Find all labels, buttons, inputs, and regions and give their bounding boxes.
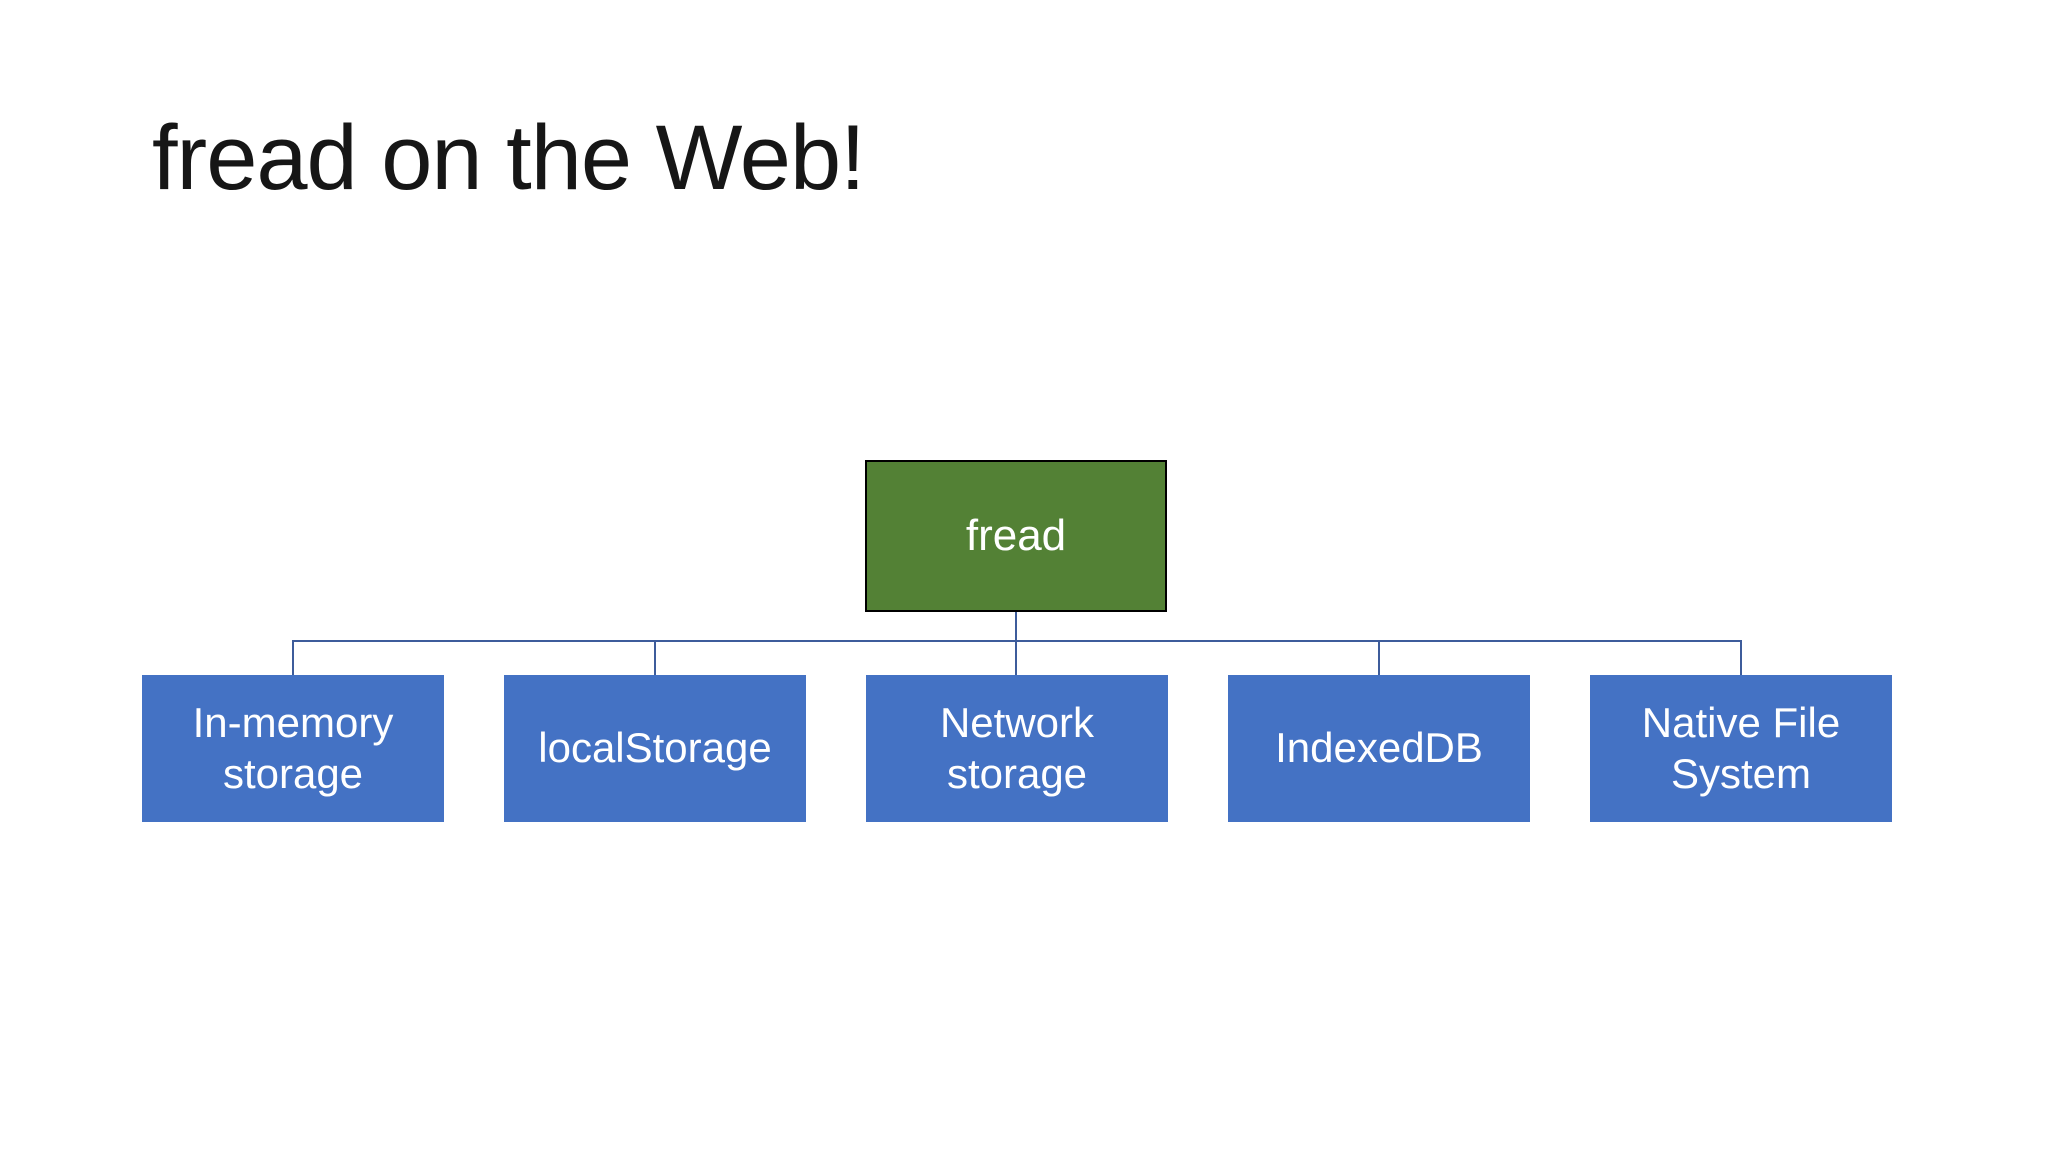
diagram-node-localstorage: localStorage <box>504 675 806 822</box>
diagram-node-root-label: fread <box>965 511 1067 560</box>
diagram-node-native-file-system: Native File System <box>1590 675 1892 822</box>
diagram-node-in-memory-storage: In-memory storage <box>142 675 444 822</box>
slide-title: fread on the Web! <box>152 107 866 209</box>
diagram-node-label: Native File System <box>1641 699 1841 797</box>
diagram-node-label: Network storage <box>939 699 1095 797</box>
diagram-node-root: fread <box>865 460 1167 612</box>
diagram-node-label: IndexedDB <box>1275 724 1483 772</box>
diagram-node-indexeddb: IndexedDB <box>1228 675 1530 822</box>
diagram-node-label: localStorage <box>538 724 772 772</box>
diagram-node-label: In-memory storage <box>192 699 394 797</box>
diagram-node-network-storage: Network storage <box>866 675 1168 822</box>
